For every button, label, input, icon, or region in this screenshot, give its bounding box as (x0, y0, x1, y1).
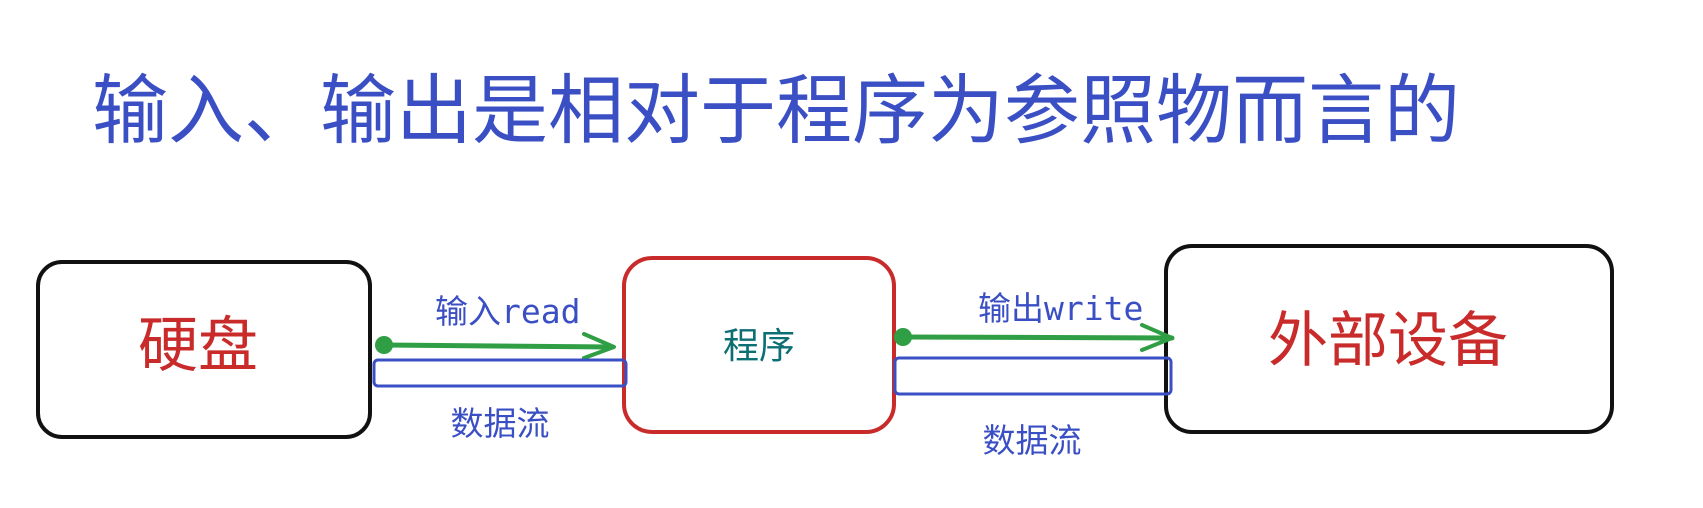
diagram-title: 输入、输出是相对于程序为参照物而言的 (92, 66, 1460, 155)
input-data-stream-bar (372, 358, 628, 388)
output-edge-label: 输出write (978, 289, 1143, 328)
disk-label: 硬盘 (138, 311, 258, 381)
program-label: 程序 (723, 326, 795, 367)
output-arrow-line (900, 334, 1175, 341)
external-device-label: 外部设备 (1268, 306, 1508, 376)
input-edge-label: 输入read (435, 292, 580, 331)
output-arrow-head (1140, 323, 1174, 352)
input-data-stream-label: 数据流 (451, 404, 550, 443)
disk-box (36, 260, 372, 439)
input-label-cn: 输入 (435, 292, 501, 331)
input-arrow-line (381, 342, 615, 350)
output-data-stream-bar (893, 356, 1173, 396)
external-device-node: 外部设备 (1164, 244, 1614, 434)
output-data-stream-label: 数据流 (983, 421, 1082, 460)
input-arrow-head (582, 332, 616, 360)
output-label-cn: 输出 (978, 289, 1044, 328)
input-label-en: read (501, 292, 580, 331)
output-edge: 输出write 数据流 (893, 289, 1175, 460)
output-label-en: write (1044, 289, 1143, 328)
disk-node: 硬盘 (36, 260, 372, 439)
program-node: 程序 (622, 256, 896, 434)
program-box (622, 256, 896, 434)
input-edge: 输入read 数据流 (372, 292, 628, 443)
